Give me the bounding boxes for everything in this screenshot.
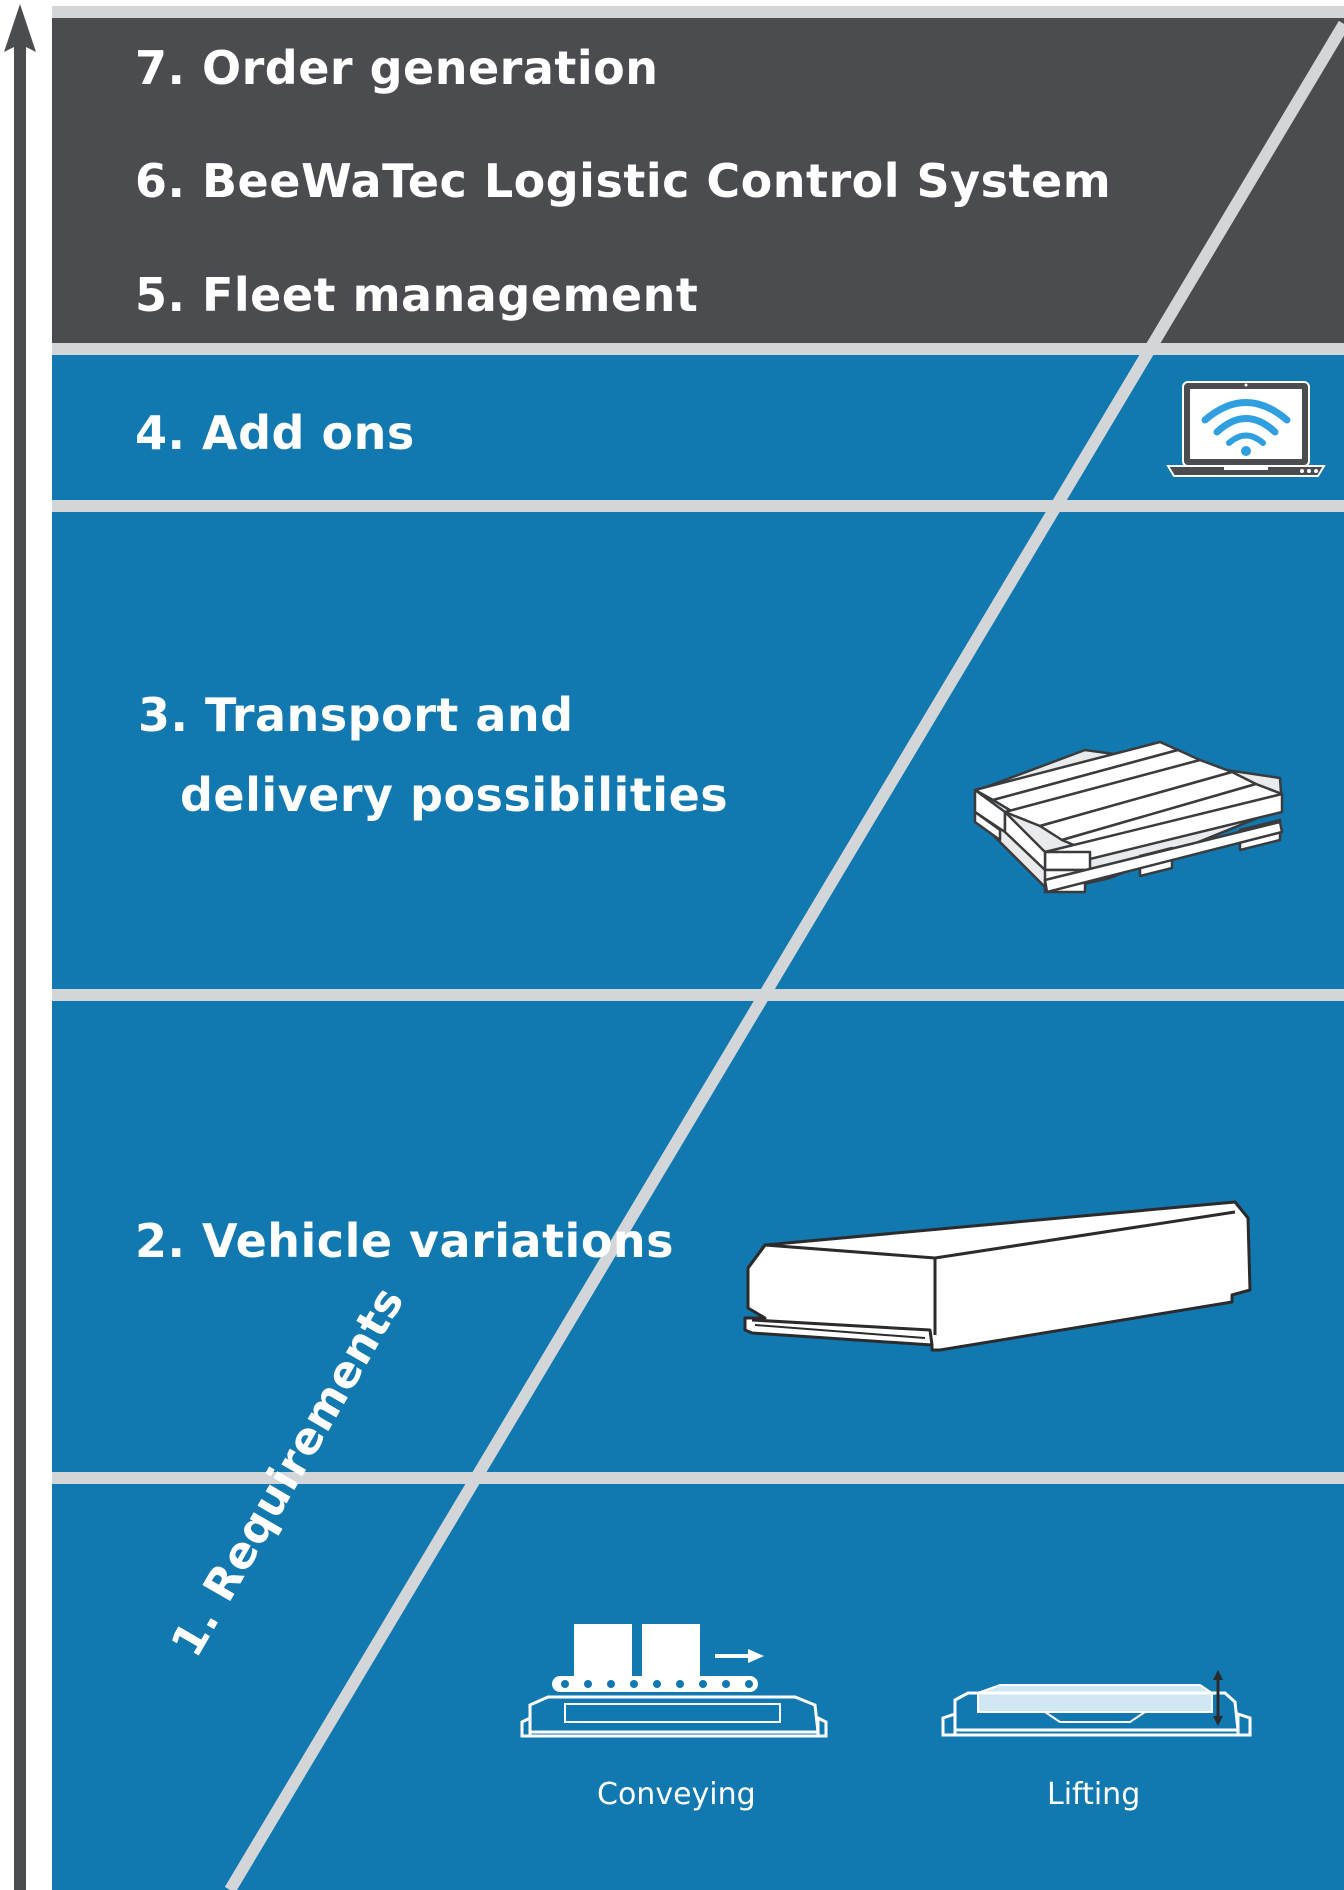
level-5-label: 5. Fleet management <box>135 268 699 322</box>
laptop-wifi-icon <box>1166 381 1326 477</box>
level-2-label: 2. Vehicle variations <box>135 1214 675 1268</box>
up-arrow-icon <box>0 0 52 1890</box>
level-3-label-line2: delivery possibilities <box>180 768 729 822</box>
lifting-caption: Lifting <box>1047 1777 1141 1812</box>
conveyor-agv-icon <box>520 1622 828 1738</box>
level-7-label: 7. Order generation <box>135 41 659 95</box>
diagonal-line <box>224 20 1344 1890</box>
lifting-agv-icon <box>941 1670 1252 1737</box>
level-3-label-line1: 3. Transport and <box>138 688 574 742</box>
conveying-caption: Conveying <box>597 1777 756 1812</box>
level-6-label: 6. BeeWaTec Logistic Control System <box>135 154 1112 208</box>
pallet-icon <box>973 740 1284 894</box>
level-4-label: 4. Add ons <box>135 406 415 460</box>
dividers <box>52 6 1344 1484</box>
band-dark <box>52 18 1344 343</box>
agv-vehicle-icon <box>743 1200 1252 1352</box>
